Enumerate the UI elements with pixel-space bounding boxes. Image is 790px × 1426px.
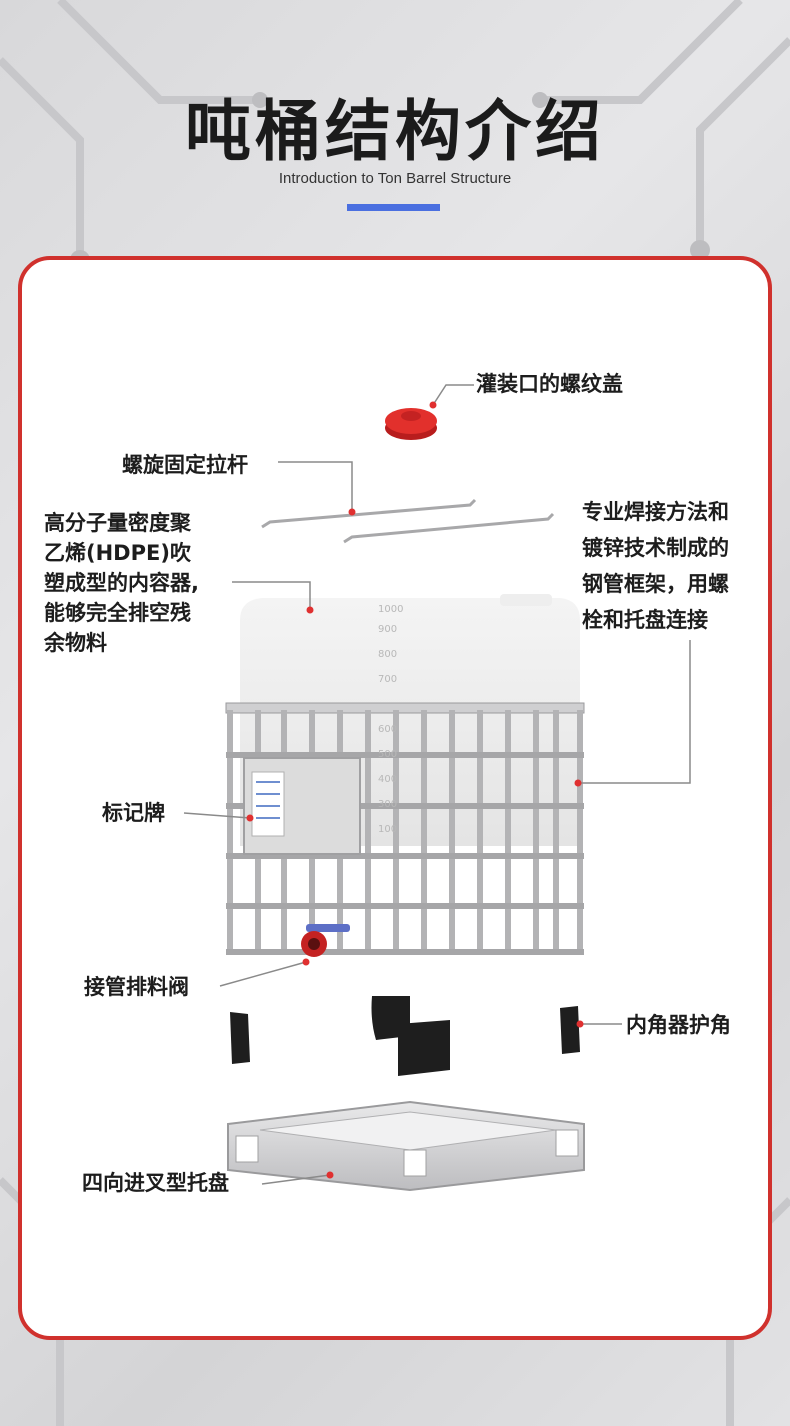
nameplate-icon xyxy=(243,757,361,855)
pallet-icon xyxy=(227,1100,585,1192)
label-cap: 灌装口的螺纹盖 xyxy=(476,372,623,396)
tie-rod-icon xyxy=(261,498,555,544)
label-frame-line: 栓和托盘连接 xyxy=(582,608,708,632)
corner-protector-icon xyxy=(230,996,580,1076)
svg-text:100: 100 xyxy=(378,824,397,835)
label-hdpe-line: 余物料 xyxy=(44,631,107,655)
label-hdpe: 高分子量密度聚 乙烯(HDPE)吹 塑成型的内容器, 能够完全排空残 余物料 xyxy=(44,508,199,658)
page-subtitle: Introduction to Ton Barrel Structure xyxy=(278,170,512,187)
label-hdpe-line: 乙烯(HDPE)吹 xyxy=(44,541,191,565)
svg-text:800: 800 xyxy=(378,649,397,660)
tank-volume-marks: 1000 900 800 700 600 500 400 300 100 xyxy=(378,604,403,835)
steel-cage-icon xyxy=(225,702,585,955)
svg-text:300: 300 xyxy=(378,799,397,810)
svg-text:1000: 1000 xyxy=(378,604,403,615)
label-hdpe-line: 塑成型的内容器, xyxy=(44,571,199,595)
svg-text:500: 500 xyxy=(378,749,397,760)
label-frame: 专业焊接方法和 镀锌技术制成的 钢管框架，用螺 栓和托盘连接 xyxy=(582,494,729,638)
leader-lines xyxy=(183,384,691,1185)
leader-dots xyxy=(246,401,584,1179)
label-frame-line: 镀锌技术制成的 xyxy=(582,536,729,560)
label-pallet: 四向进叉型托盘 xyxy=(82,1171,229,1195)
page-title: 吨桶结构介绍 xyxy=(185,93,605,170)
label-valve: 接管排料阀 xyxy=(84,975,189,999)
label-corner: 内角器护角 xyxy=(626,1013,731,1037)
label-hdpe-line: 能够完全排空残 xyxy=(44,601,191,625)
title-underline xyxy=(347,204,440,211)
label-nameplate: 标记牌 xyxy=(102,801,165,825)
svg-text:700: 700 xyxy=(378,674,397,685)
svg-text:900: 900 xyxy=(378,624,397,635)
filler-cap-icon xyxy=(385,408,437,440)
discharge-valve-icon xyxy=(301,924,350,957)
label-hdpe-line: 高分子量密度聚 xyxy=(44,511,191,535)
label-frame-line: 钢管框架，用螺 xyxy=(582,572,729,596)
svg-text:600: 600 xyxy=(378,724,397,735)
label-rod: 螺旋固定拉杆 xyxy=(122,453,248,477)
svg-text:400: 400 xyxy=(378,774,397,785)
label-frame-line: 专业焊接方法和 xyxy=(582,500,729,524)
